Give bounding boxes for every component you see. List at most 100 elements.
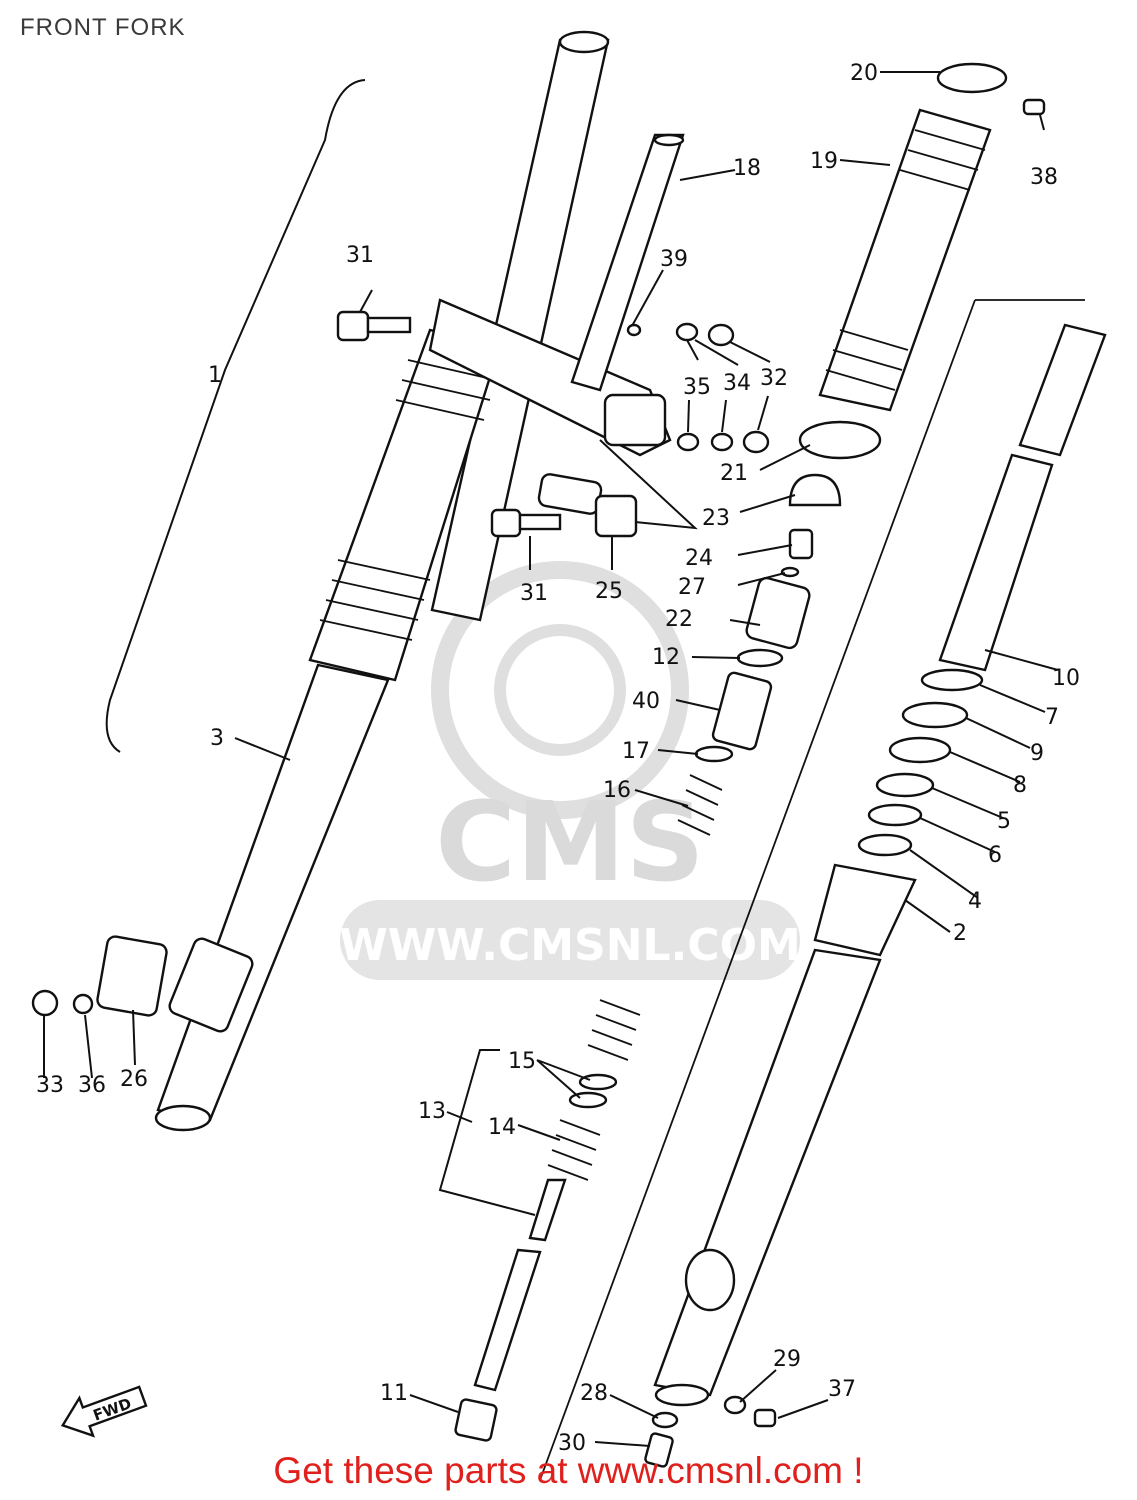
part-32-nut-top [707,323,735,347]
seat-17 [694,745,734,763]
piece-11 [454,1398,498,1442]
leader-17 [657,749,699,755]
cap-bolt-22 [745,576,811,650]
right-boot-assembly [798,62,1046,460]
spacer-40 [711,671,773,751]
part-35-washer [676,432,700,452]
left-outer-tube-bottom [154,1104,212,1132]
leader-35b [687,399,690,433]
callout-labels: 1 2 3 4 5 6 7 8 9 10 11 12 13 14 15 16 1… [36,61,1080,1456]
callout-38: 38 [1030,165,1058,190]
left-axle-boss [168,937,254,1033]
callout-37: 37 [828,1377,856,1402]
leader-37 [777,1399,829,1419]
damper-rod-assembly [454,999,641,1442]
footer-link-text[interactable]: Get these parts at www.cmsnl.com ! [273,1450,864,1491]
callout-6: 6 [988,843,1002,868]
seal-9 [901,701,969,729]
leader-13-bracket [438,1049,536,1216]
callout-20: 20 [850,61,878,86]
callout-31-top: 31 [346,243,374,268]
bush-6 [867,803,923,827]
callout-3: 3 [210,726,224,751]
callout-17: 17 [622,739,650,764]
callout-36: 36 [78,1073,106,1098]
callout-13: 13 [418,1099,446,1124]
leader-23 [739,494,796,513]
cap-23 [788,473,842,507]
fwd-label: FWD [91,1394,134,1424]
leader-6 [919,817,996,853]
bolt-shank [518,513,562,531]
damper-parts [677,473,842,836]
callout-5: 5 [997,809,1011,834]
assembly-1-bracket [105,79,366,753]
callout-28: 28 [580,1381,608,1406]
axle-holder-hardware [31,935,168,1017]
left-inner-tube-cap [558,30,610,54]
steering-stem-top [653,133,685,147]
callout-10: 10 [1052,666,1080,691]
screw-37-icon [753,1408,777,1428]
callout-26: 26 [120,1067,148,1092]
nut-33-icon [31,989,59,1017]
callout-18: 18 [733,156,761,181]
leader-25-bracket [599,439,698,530]
leader-40 [675,699,721,711]
leader-12 [691,656,741,659]
spring-14 [547,1119,601,1181]
bolt-head-icon [336,310,370,342]
leader-38 [1039,114,1045,131]
axle-holder-26 [96,935,168,1017]
watermark-brand: CMS [435,778,704,906]
leader-28 [609,1394,659,1419]
leader-10 [984,649,1059,671]
cable-holder-plate [594,494,638,538]
callout-22: 22 [665,607,693,632]
left-boot-ribs [319,359,497,641]
boot-19 [818,108,992,412]
leader-32 [729,341,771,363]
o-ring-12 [736,648,784,668]
bolt-head-icon [490,508,522,538]
rod-13 [528,1178,567,1242]
callout-39: 39 [660,247,688,272]
callout-31-lower: 31 [520,581,548,606]
callout-11: 11 [380,1381,408,1406]
leader-24 [737,544,793,556]
leader-21 [759,444,811,471]
washer-36-icon [72,993,94,1015]
cable-holder-25 [537,473,638,538]
leader-29 [739,1369,777,1403]
screw-38-icon [1022,98,1046,116]
spring-16 [677,774,723,836]
right-axle-boss [684,1248,736,1312]
callout-30: 30 [558,1431,586,1456]
inner-tube-10 [938,453,1054,672]
outer-tube-head-2 [813,863,917,957]
callout-9: 9 [1030,741,1044,766]
leader-9 [965,717,1031,749]
callout-1: 1 [208,363,222,388]
leader-26 [132,1009,136,1066]
callout-27: 27 [678,575,706,600]
callout-25: 25 [595,579,623,604]
washer-5 [875,772,935,798]
callout-4: 4 [968,889,982,914]
watermark-mascot-face-icon [494,624,626,756]
leader-13 [446,1111,473,1123]
page-title: FRONT FORK [20,14,186,41]
part-32-nut [742,430,770,454]
leader-39 [631,269,664,327]
leader-22 [729,619,761,626]
leader-27 [737,572,786,586]
right-outer-tube-bottom [654,1383,710,1407]
callout-2: 2 [953,921,967,946]
leader-31a [359,289,373,313]
callout-12: 12 [652,645,680,670]
o-ring-27 [780,566,800,578]
valve-24 [788,528,814,560]
callout-34: 34 [723,371,751,396]
right-outer-tube [653,948,882,1397]
